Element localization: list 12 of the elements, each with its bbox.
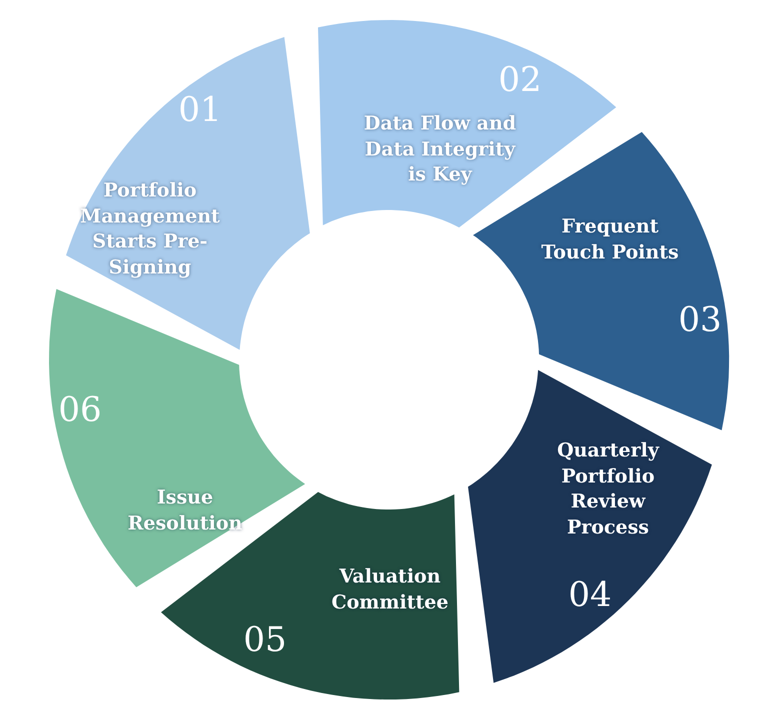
step-title: Quarterly Portfolio Review Process bbox=[556, 438, 660, 541]
step-number: 04 bbox=[568, 574, 612, 615]
step-title: Portfolio Management Starts Pre-Signing bbox=[79, 178, 221, 281]
step-title: Valuation Committee bbox=[330, 564, 450, 615]
step-title: Issue Resolution bbox=[126, 485, 244, 536]
step-number: 06 bbox=[58, 390, 102, 430]
step-number: 01 bbox=[178, 90, 222, 130]
step-number: 03 bbox=[678, 300, 722, 340]
step-title: Data Flow and Data Integrity is Key bbox=[362, 112, 518, 188]
step-number: 05 bbox=[243, 620, 287, 660]
step-title: Frequent Touch Points bbox=[540, 214, 680, 265]
step-number: 02 bbox=[498, 60, 542, 100]
